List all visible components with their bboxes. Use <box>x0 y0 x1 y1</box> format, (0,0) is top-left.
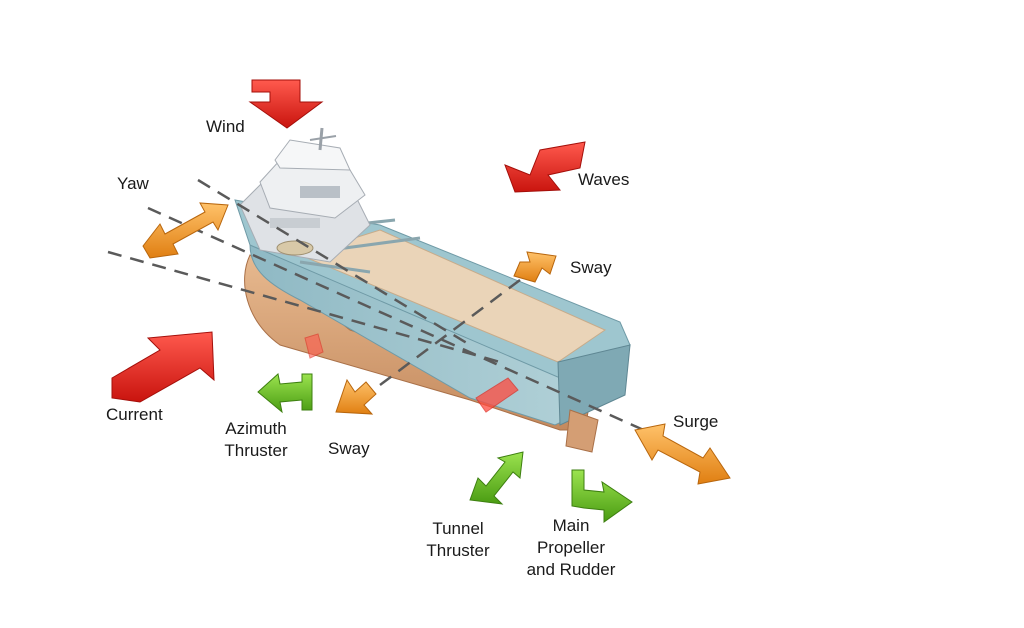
sway-arrow-bottom <box>335 378 377 415</box>
tunnel-thruster-arrow <box>469 451 524 505</box>
waves-arrow <box>504 141 586 193</box>
waves-label: Waves <box>578 170 630 189</box>
yaw-label: Yaw <box>117 174 149 193</box>
current-arrow <box>111 331 215 403</box>
tunnel-thruster-label-line-1: Tunnel <box>432 519 484 538</box>
sway-bottom-label: Sway <box>328 439 370 458</box>
azimuth-thruster-arrow <box>257 373 313 414</box>
current-label: Current <box>106 405 163 424</box>
tunnel-thruster-marker <box>475 377 519 413</box>
superstructure <box>239 127 371 263</box>
azimuth-thruster-marker <box>304 333 324 359</box>
wind-label: Wind <box>206 117 245 136</box>
surge-arrow <box>634 423 731 485</box>
surge-label: Surge <box>673 412 719 431</box>
main-propeller-label: Main Propeller and Rudder <box>527 515 616 581</box>
azimuth-thruster-label-line-2: Thruster <box>224 441 288 460</box>
ship-transom <box>557 344 631 426</box>
azimuth-thruster-label-line-1: Azimuth <box>225 419 287 438</box>
main-propeller-label-line-3: and Rudder <box>526 560 616 579</box>
rudder <box>565 409 599 453</box>
azimuth-thruster-label: Azimuth Thruster <box>224 418 287 462</box>
bow-axis <box>197 178 471 347</box>
tunnel-thruster-label: Tunnel Thruster <box>426 518 489 562</box>
main-propeller-label-line-1: Main <box>552 516 590 535</box>
sway-arrow-top <box>513 251 557 283</box>
yaw-arrow <box>142 202 229 259</box>
sway-axis <box>359 279 521 401</box>
ship <box>234 127 631 453</box>
wind-arrow <box>248 79 324 129</box>
tunnel-thruster-label-line-2: Thruster <box>426 541 490 560</box>
motion-axes <box>107 178 649 434</box>
main-propeller-label-line-2: Propeller <box>536 538 606 557</box>
main-propeller-arrow <box>571 469 633 523</box>
sway-top-label: Sway <box>570 258 612 277</box>
